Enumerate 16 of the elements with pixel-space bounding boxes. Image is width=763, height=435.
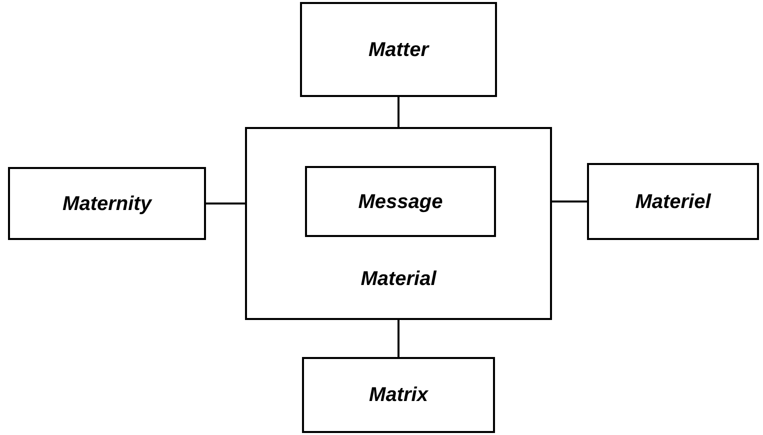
box-label: Maternity [62, 192, 154, 216]
text-box [305, 166, 496, 237]
text-box [300, 2, 497, 97]
box-label: Message [357, 190, 444, 214]
box-label: Materiel [634, 190, 712, 214]
box-label: Material [360, 267, 438, 292]
connector-line [398, 97, 400, 127]
text-box [302, 357, 495, 433]
connector-line [206, 202, 245, 204]
text-box [8, 167, 206, 240]
connector-line [398, 320, 400, 357]
text-box [587, 163, 759, 240]
box-label: Matrix [368, 383, 430, 408]
connector-line [552, 200, 587, 202]
box-label: Matter [367, 38, 430, 62]
text-box [245, 127, 552, 320]
